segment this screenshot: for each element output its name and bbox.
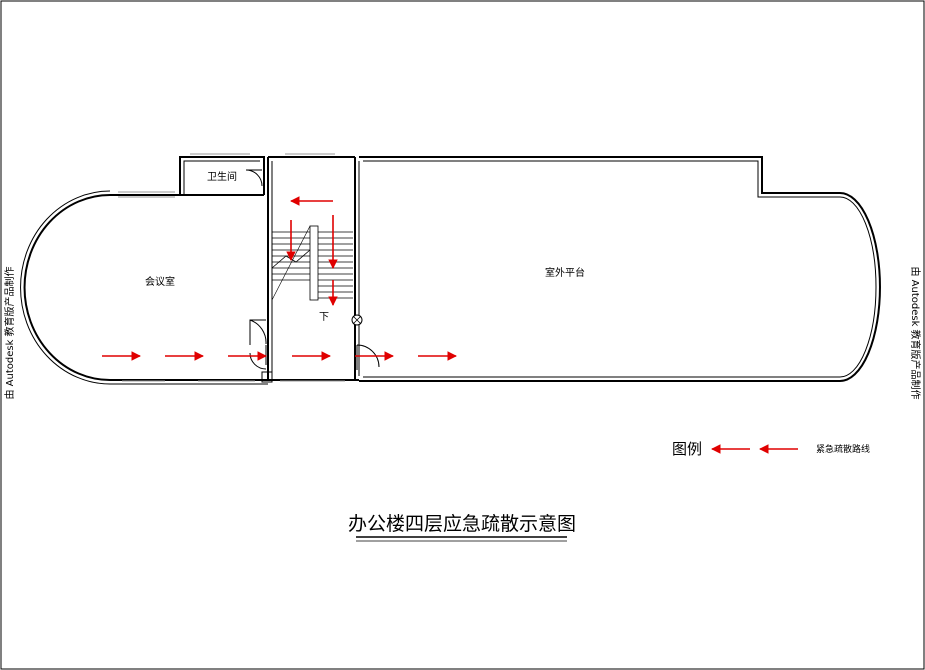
terrace-label: 室外平台: [545, 266, 585, 279]
windows: [118, 153, 345, 382]
stair-down-label: 下: [319, 312, 329, 323]
drain-fixture-icon: [351, 314, 363, 326]
doors: [245, 169, 380, 383]
restroom-door: [245, 169, 263, 187]
meeting-room-label: 会议室: [145, 275, 175, 288]
legend-title: 图例: [672, 440, 702, 458]
legend: 图例 紧急疏散路线: [672, 440, 870, 458]
meeting-room-door-lower: [249, 345, 267, 370]
terrace-wall: [359, 156, 881, 382]
stair-break-line: [271, 225, 311, 301]
door-jamb: [261, 371, 273, 383]
meeting-room-door-upper: [249, 319, 267, 345]
restroom-wall-inner: [183, 160, 260, 195]
restroom-wall: [179, 156, 265, 195]
terrace-door: [356, 344, 380, 370]
terrace-wall-inner: [363, 160, 877, 378]
evacuation-routes: [102, 196, 457, 361]
meeting-room-wall: [23, 194, 264, 381]
restroom-label: 卫生间: [207, 170, 237, 183]
watermark-left: 由 Autodesk 教育版产品制作: [3, 266, 16, 399]
watermark-right: 由 Autodesk 教育版产品制作: [909, 266, 922, 399]
meeting-room-wall-inner: [20, 190, 111, 385]
legend-route-label: 紧急疏散路线: [816, 443, 870, 455]
walls: [20, 156, 881, 385]
stair-handrail: [309, 225, 319, 301]
drawing-title: 办公楼四层应急疏散示意图: [348, 513, 576, 535]
staircase: [271, 225, 353, 301]
